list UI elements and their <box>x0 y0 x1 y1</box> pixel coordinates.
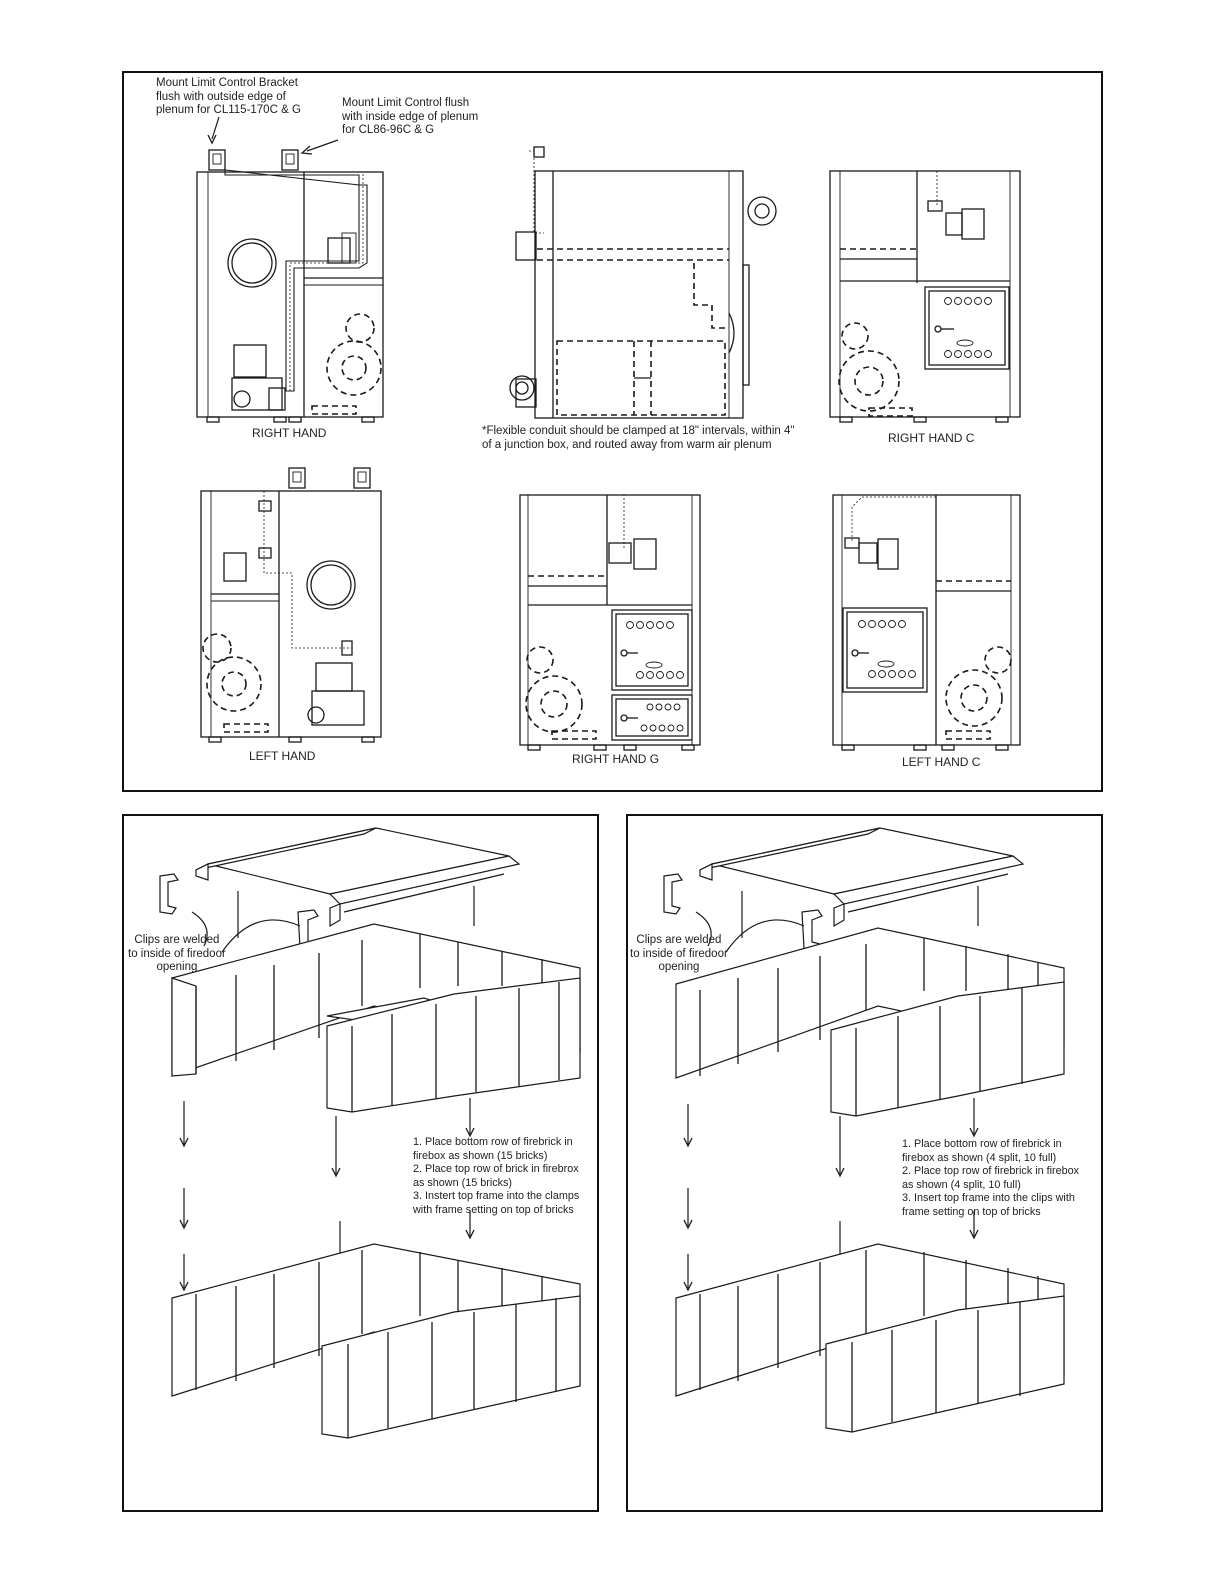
instructions-left: 1. Place bottom row of firebrick in fire… <box>413 1136 580 1216</box>
firebrick-top-row <box>675 1243 1065 1433</box>
right-hand-furnace <box>196 149 384 423</box>
top-frame <box>699 827 1025 928</box>
caption-left-hand-c: LEFT HAND C <box>902 755 981 769</box>
side-view-furnace <box>509 146 777 419</box>
wiring-diagram-panel: Mount Limit Control Bracket flush with o… <box>122 71 1103 792</box>
right-hand-c-furnace <box>829 170 1021 423</box>
left-hand-furnace <box>200 467 382 743</box>
bracket-mount-note: Mount Limit Control Bracket flush with o… <box>156 77 301 116</box>
left-hand-c-furnace <box>832 494 1021 751</box>
firebrick-bottom-row <box>675 927 1065 1117</box>
caption-right-hand-c: RIGHT HAND C <box>888 431 975 445</box>
caption-right-hand-g: RIGHT HAND G <box>572 752 660 766</box>
firebrick-top-row <box>171 1243 581 1439</box>
control-mount-note: Mount Limit Control flush with inside ed… <box>342 97 479 136</box>
caption-left-hand: LEFT HAND <box>249 749 316 763</box>
firebrick-bottom-row <box>171 923 581 1113</box>
firebrick-panel-right: Clips are welded to inside of firedoor o… <box>626 814 1103 1512</box>
right-hand-g-furnace <box>519 494 701 751</box>
firebrick-assembly-drawing-left <box>159 827 581 1439</box>
firebrick-assembly-drawing-right <box>663 827 1065 1433</box>
instructions-right: 1. Place bottom row of firebrick in fire… <box>902 1138 1080 1218</box>
wiring-diagram-drawing <box>196 116 1021 751</box>
clip-note-left: Clips are welded to inside of firedoor o… <box>128 934 226 973</box>
clip <box>159 873 179 915</box>
caption-right-hand: RIGHT HAND <box>252 426 327 440</box>
clip <box>663 873 683 915</box>
clip-note-right: Clips are welded to inside of firedoor o… <box>630 934 728 973</box>
firebrick-panel-left: Clips are welded to inside of firedoor o… <box>122 814 599 1512</box>
top-frame <box>195 827 521 928</box>
conduit-note: *Flexible conduit should be clamped at 1… <box>482 425 795 451</box>
